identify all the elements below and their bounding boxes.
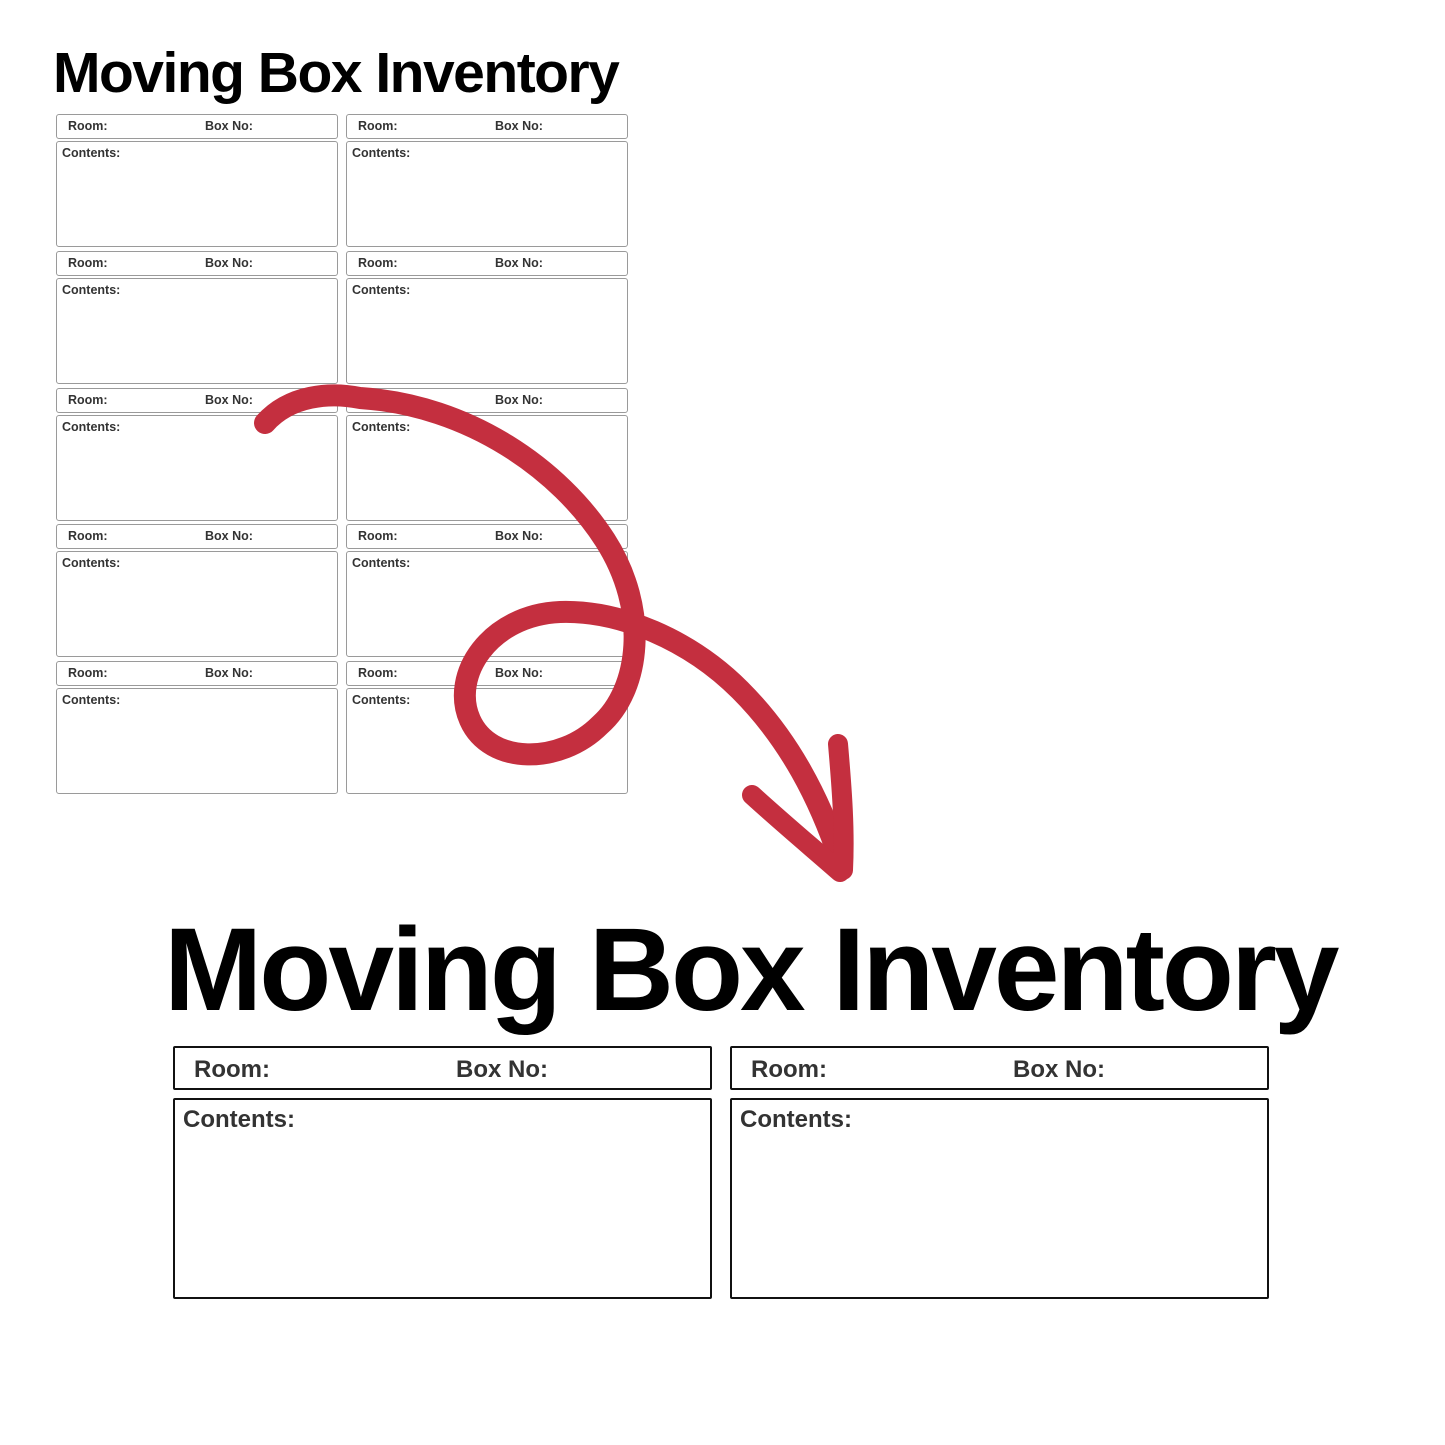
contents-label: Contents: <box>62 146 121 160</box>
room-label: Room: <box>68 666 108 681</box>
room-label: Room: <box>358 119 398 133</box>
contents-box: Contents: <box>56 141 338 247</box>
large-preview-title: Moving Box Inventory <box>164 904 1340 1036</box>
box-no-label: Box No: <box>495 392 543 407</box>
room-box-header: Room: Box No: <box>346 114 628 139</box>
room-box-header: Room: Box No: <box>730 1046 1269 1090</box>
box-no-label: Box No: <box>456 1056 548 1083</box>
room-box-header: Room: Box No: <box>346 250 628 276</box>
contents-label: Contents: <box>62 693 121 708</box>
contents-box: Contents: <box>346 551 628 658</box>
room-label: Room: <box>68 529 108 544</box>
room-box-header: Room: Box No: <box>346 524 628 550</box>
room-box-header: Room: Box No: <box>56 387 338 413</box>
contents-box: Contents: <box>730 1098 1269 1299</box>
room-label: Room: <box>358 666 398 681</box>
room-label: Room: <box>751 1056 827 1083</box>
room-box-header: Room: Box No: <box>56 524 338 550</box>
box-no-label: Box No: <box>495 529 543 544</box>
box-no-label: Box No: <box>495 666 543 681</box>
small-preview-title: Moving Box Inventory <box>53 41 620 105</box>
box-no-label: Box No: <box>205 119 253 133</box>
contents-label: Contents: <box>352 419 411 434</box>
contents-box: Contents: <box>346 414 628 521</box>
room-box-header: Room: Box No: <box>346 387 628 413</box>
contents-box: Contents: <box>346 688 628 795</box>
contents-box: Contents: <box>56 688 338 795</box>
box-no-label: Box No: <box>205 255 253 270</box>
contents-label: Contents: <box>62 556 121 571</box>
contents-box: Contents: <box>56 551 338 658</box>
room-label: Room: <box>194 1056 270 1083</box>
contents-label: Contents: <box>352 146 411 160</box>
contents-label: Contents: <box>352 556 411 571</box>
box-no-label: Box No: <box>205 529 253 544</box>
contents-box: Contents: <box>173 1098 712 1299</box>
contents-label: Contents: <box>183 1106 295 1133</box>
contents-label: Contents: <box>352 693 411 708</box>
box-no-label: Box No: <box>1013 1056 1105 1083</box>
box-no-label: Box No: <box>495 119 543 133</box>
contents-label: Contents: <box>62 419 121 434</box>
room-label: Room: <box>68 255 108 270</box>
contents-box: Contents: <box>56 277 338 384</box>
contents-box: Contents: <box>346 141 628 247</box>
room-label: Room: <box>68 119 108 133</box>
contents-label: Contents: <box>352 282 411 297</box>
contents-label: Contents: <box>62 282 121 297</box>
room-label: Room: <box>358 255 398 270</box>
room-box-header: Room: Box No: <box>56 250 338 276</box>
box-no-label: Box No: <box>205 392 253 407</box>
room-label: Room: <box>68 392 108 407</box>
room-label: Room: <box>358 392 398 407</box>
contents-box: Contents: <box>56 414 338 521</box>
room-box-header: Room: Box No: <box>173 1046 712 1090</box>
room-box-header: Room: Box No: <box>56 661 338 687</box>
room-label: Room: <box>358 529 398 544</box>
contents-box: Contents: <box>346 277 628 384</box>
box-no-label: Box No: <box>495 255 543 270</box>
box-no-label: Box No: <box>205 666 253 681</box>
room-box-header: Room: Box No: <box>56 114 338 139</box>
room-box-header: Room: Box No: <box>346 661 628 687</box>
contents-label: Contents: <box>740 1106 852 1133</box>
